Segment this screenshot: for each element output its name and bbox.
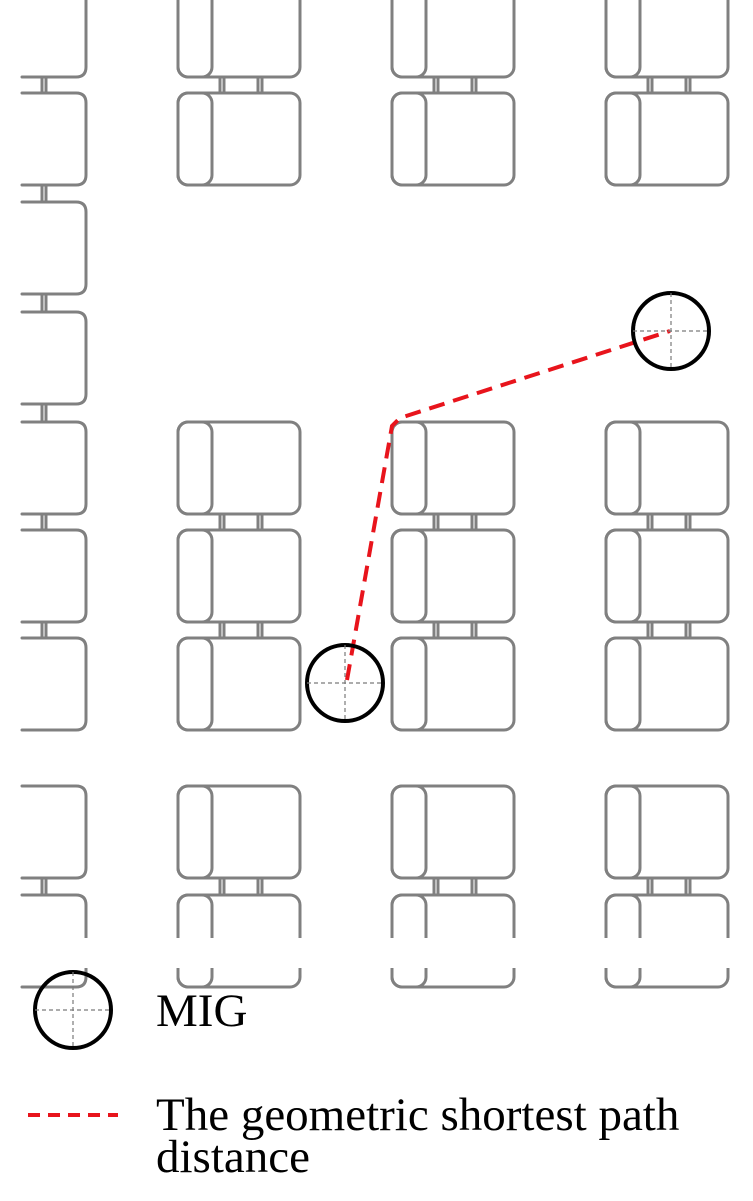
seat (20, 528, 88, 624)
legend-mig-label: MIG (156, 985, 248, 1037)
seat (390, 0, 516, 79)
seat-connector (646, 620, 692, 640)
seat (20, 420, 88, 516)
seat-connector (40, 402, 48, 424)
seat (176, 0, 302, 79)
seat (390, 636, 516, 732)
seat (20, 310, 88, 406)
seat-connector (218, 876, 264, 897)
seat (604, 636, 730, 732)
seat-connector (40, 876, 48, 897)
seat-connector (432, 876, 478, 897)
seat (390, 420, 516, 516)
seat-connector (40, 183, 48, 204)
seat (604, 528, 730, 624)
seat (390, 528, 516, 624)
legend-path-label-line1: The geometric shortest path (156, 1089, 680, 1141)
seat-connector (646, 876, 692, 897)
seat-connector (218, 620, 264, 640)
seat (20, 0, 88, 79)
seat-connector (40, 620, 48, 640)
seat (390, 91, 516, 187)
seat (20, 636, 88, 732)
seat (176, 91, 302, 187)
legend-path-label-line2: distance (156, 1131, 310, 1183)
seat (176, 420, 302, 516)
seat (604, 91, 730, 187)
shortest-path (345, 329, 671, 681)
seat-connector (40, 75, 48, 95)
seat (176, 636, 302, 732)
seat (604, 0, 730, 79)
seat-clip-mask (0, 938, 753, 968)
shortest-path-line (345, 329, 671, 681)
seat-connector (432, 620, 478, 640)
seat-connector (646, 75, 692, 95)
seat-grid (0, 0, 753, 989)
seat (604, 420, 730, 516)
legend-mig-icon (33, 970, 113, 1050)
seat-connector (432, 75, 478, 95)
seat (176, 784, 302, 880)
seat (176, 528, 302, 624)
legend-path-label: The geometric shortest path distance (156, 1089, 680, 1183)
seat-connector (40, 512, 48, 532)
mig-marker-start (305, 643, 385, 723)
mig-marker-end (631, 291, 711, 371)
seat (20, 200, 88, 296)
seat-connector (40, 292, 48, 314)
seat-connector (646, 512, 692, 532)
seat-connector (218, 512, 264, 532)
seat (20, 91, 88, 187)
seat (20, 784, 88, 880)
seat-connector (218, 75, 264, 95)
seat (604, 784, 730, 880)
seat (390, 784, 516, 880)
seat-connector (432, 512, 478, 532)
